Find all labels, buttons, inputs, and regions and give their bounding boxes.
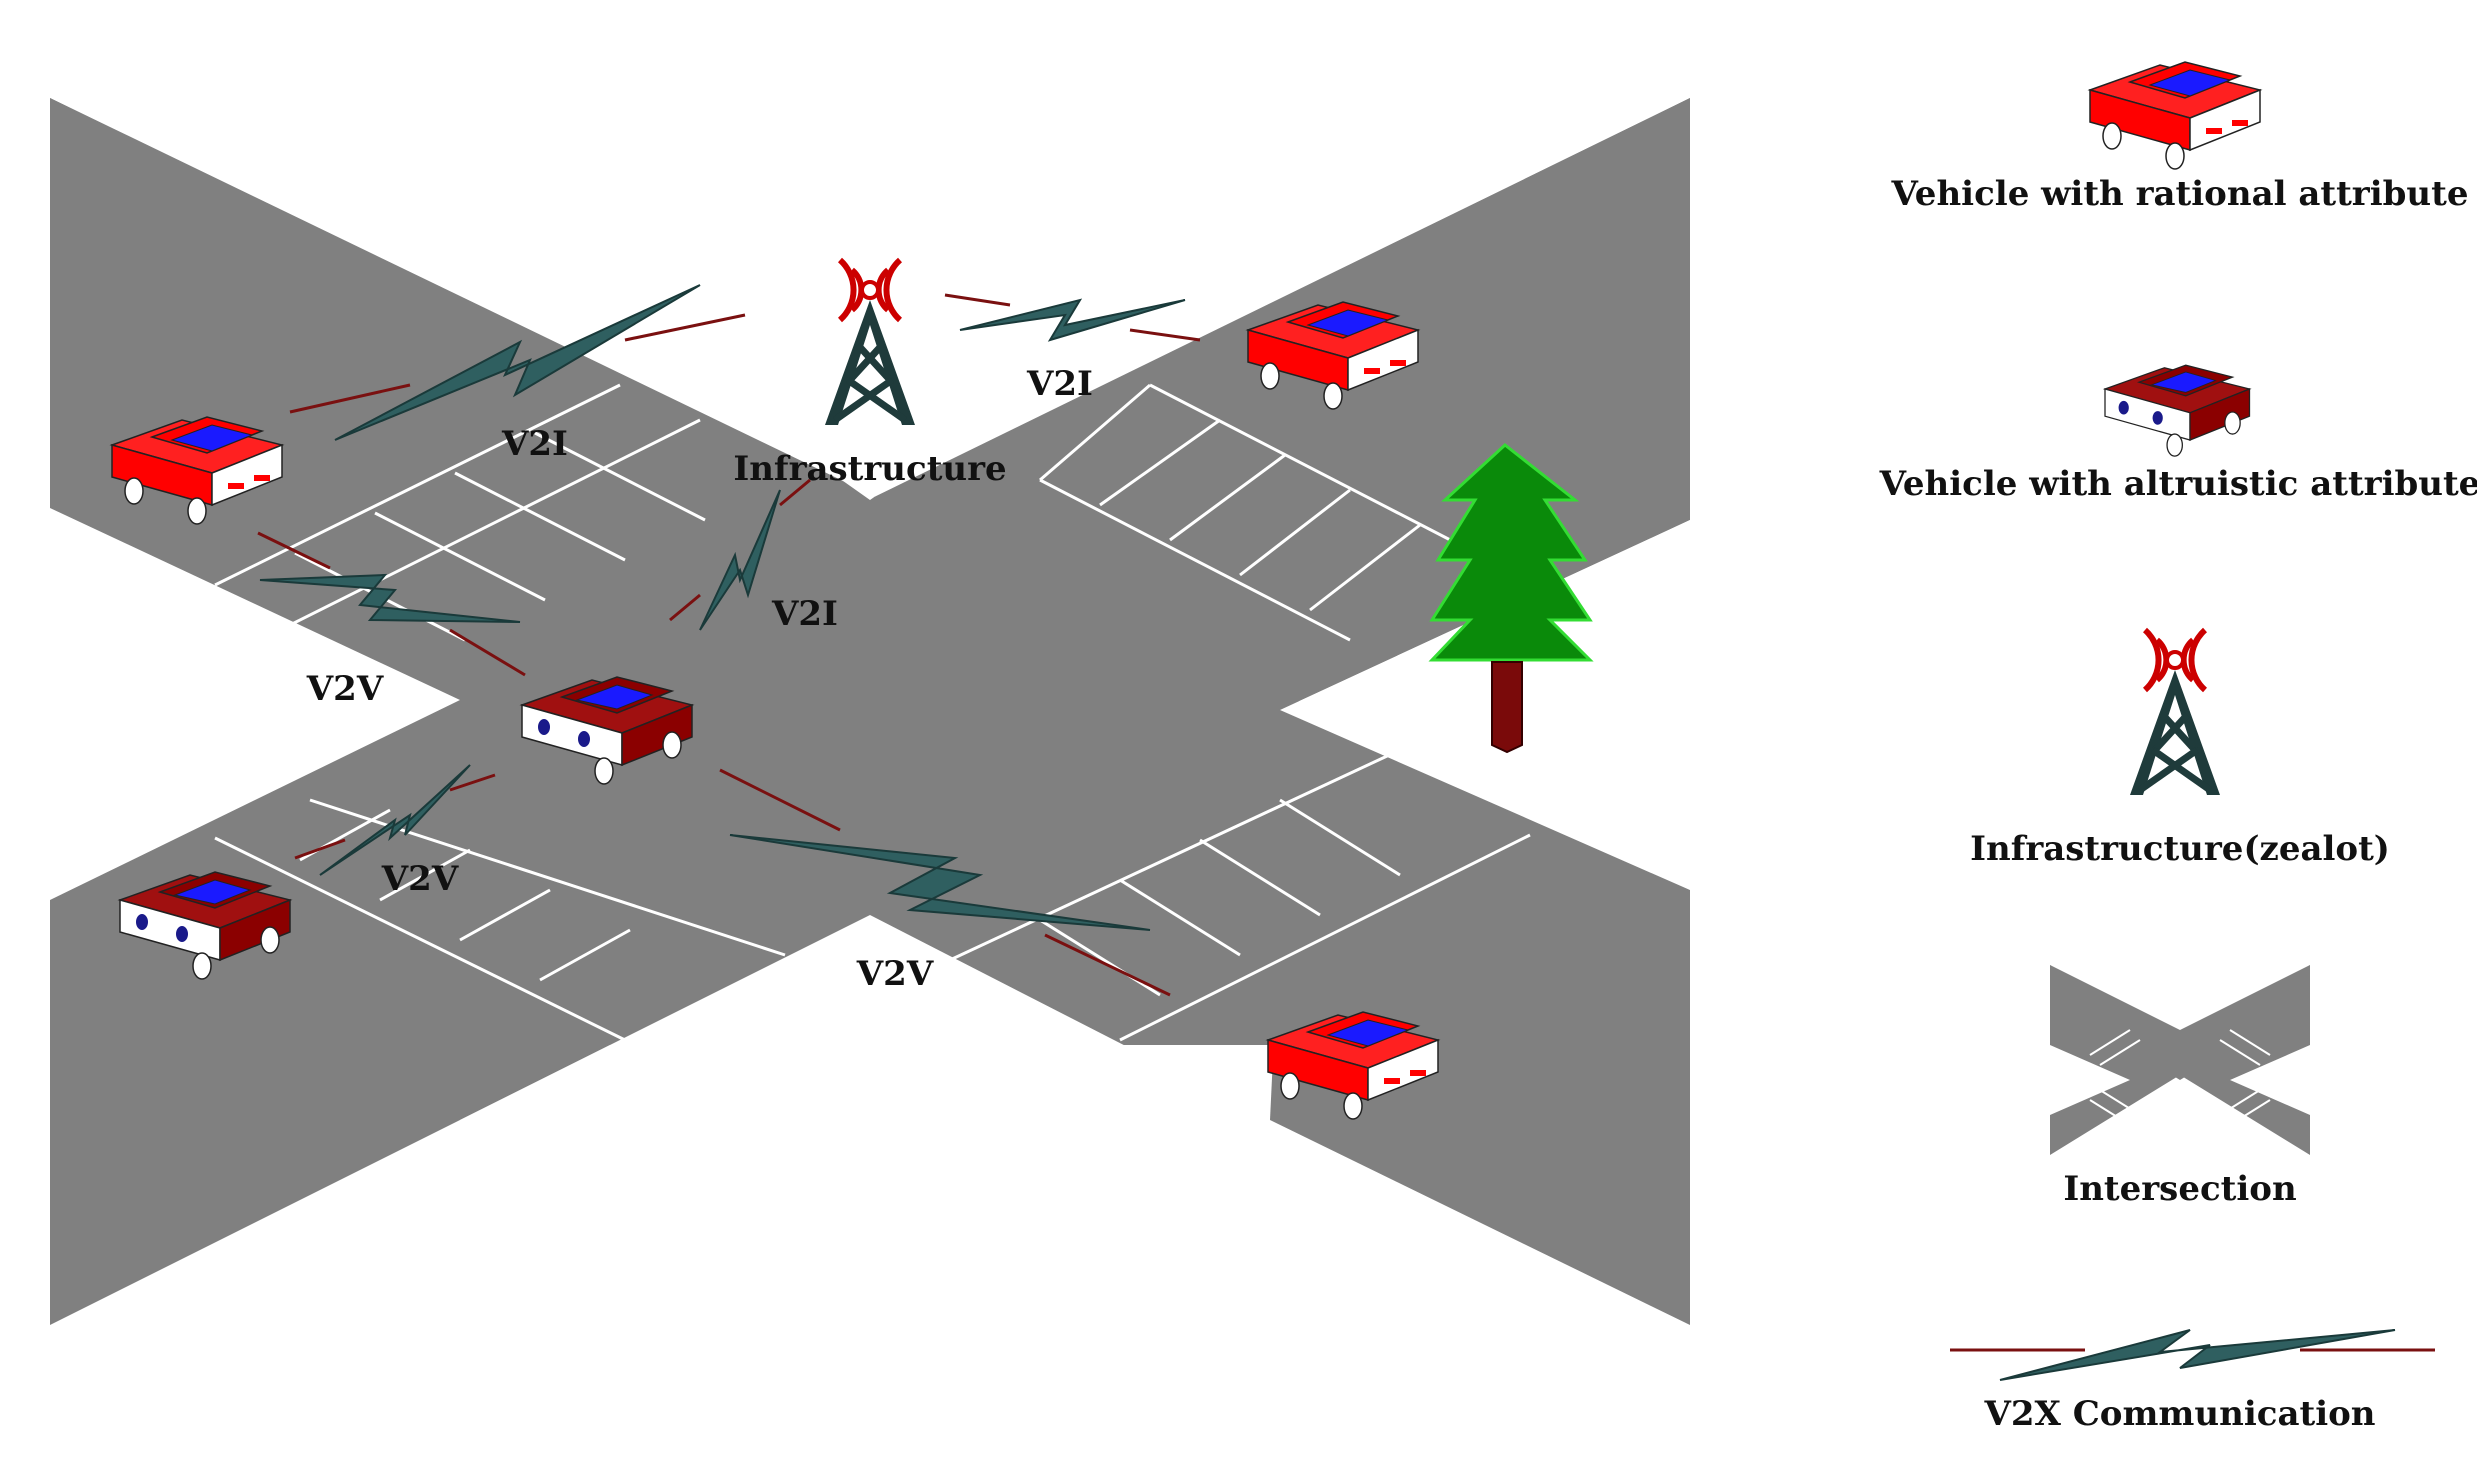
bolt-icon — [334, 284, 701, 441]
bolt-icon — [699, 489, 781, 631]
gap-floor — [50, 1325, 2477, 1477]
gap-left — [50, 508, 460, 900]
tower-icon — [825, 260, 915, 425]
bolt-icon — [729, 834, 1151, 931]
crosswalks — [214, 383, 1531, 1042]
intersection-icon — [2050, 965, 2310, 1155]
label-v2v-bottom: V2V — [856, 954, 934, 994]
bolt-icon — [959, 298, 1186, 342]
label-infrastructure: Infrastructure — [733, 449, 1006, 489]
legend: Vehicle with rational attribute Vehicle … — [1879, 61, 2477, 1434]
road-lower-right — [1270, 700, 1690, 1325]
link-lines — [257, 293, 2435, 1352]
legend-altruistic-label: Vehicle with altruistic attribute — [1879, 464, 2477, 504]
gap-bottom — [460, 915, 1270, 1325]
label-v2i-left: V2I — [501, 424, 568, 464]
bolt-icon — [319, 764, 471, 876]
label-v2v-lower-left: V2V — [381, 859, 459, 899]
label-v2v-left: V2V — [306, 669, 384, 709]
bolts — [259, 284, 2396, 1381]
road-lower-left — [50, 900, 870, 1325]
car-altruistic-icon — [2104, 364, 2251, 457]
intersection-center — [460, 500, 1280, 915]
gap-top — [590, 302, 1150, 500]
label-v2i-right: V2I — [1026, 364, 1093, 404]
car-rational-icon — [2089, 61, 2261, 170]
legend-communication-label: V2X Communication — [1983, 1394, 2375, 1434]
road-upper-left — [50, 98, 870, 700]
gap-right — [1280, 520, 1690, 890]
bolt-icon — [259, 573, 521, 623]
legend-rational-label: Vehicle with rational attribute — [1891, 174, 2469, 214]
tower-icon — [2130, 630, 2220, 795]
label-v2i-center: V2I — [771, 594, 838, 634]
bolt-icon — [1999, 1329, 2396, 1381]
tree-icon — [1428, 443, 1594, 754]
legend-infrastructure-label: Infrastructure(zealot) — [1970, 829, 2390, 869]
legend-intersection-label: Intersection — [2063, 1169, 2296, 1209]
